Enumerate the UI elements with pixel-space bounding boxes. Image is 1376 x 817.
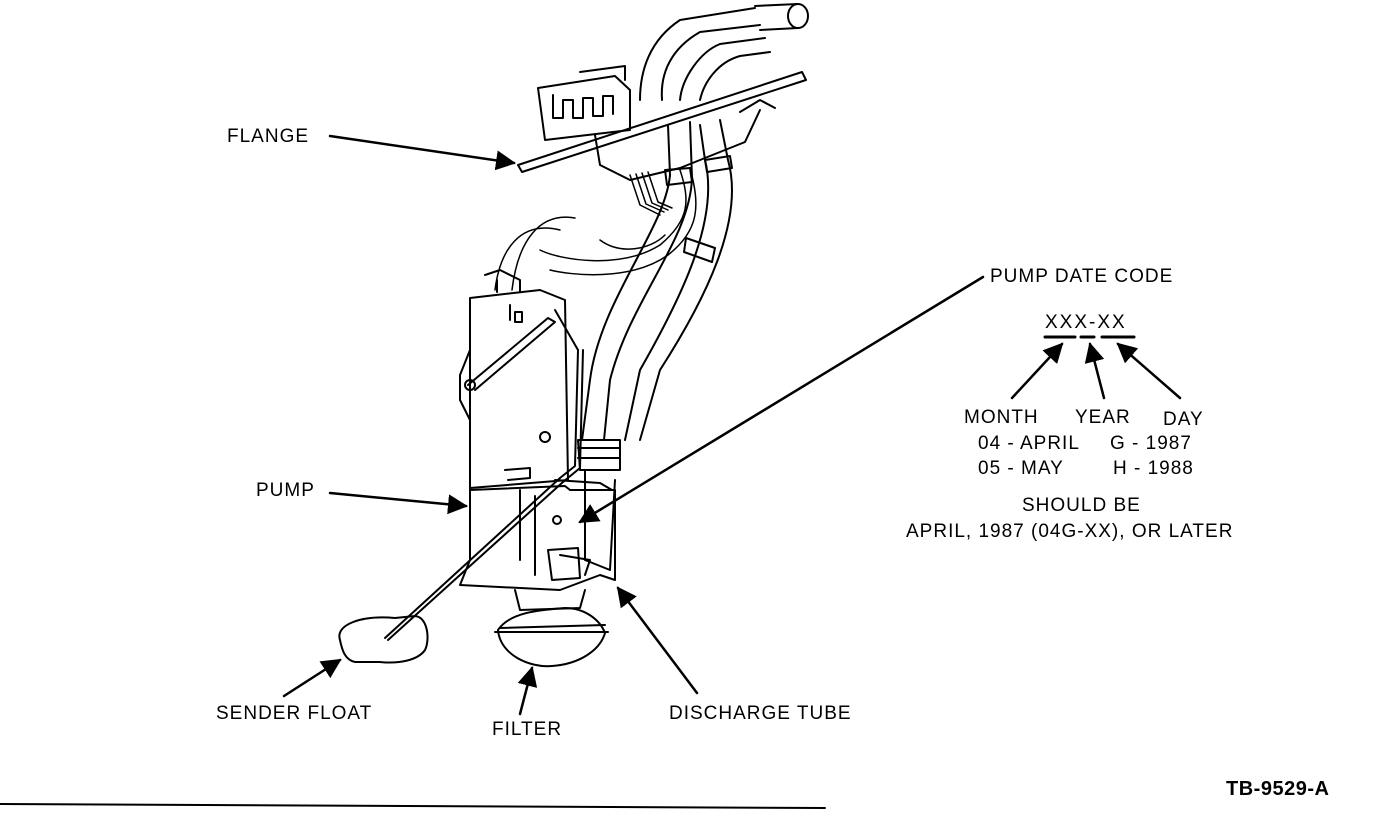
row2-year: H - 1988: [1113, 458, 1194, 479]
callout-arrows: [282, 134, 1182, 716]
supply-tube: [581, 119, 733, 441]
note-line1: SHOULD BE: [1022, 495, 1141, 516]
sender-float-arrow: [282, 658, 342, 698]
pump-arrow: [328, 491, 468, 515]
row1-month: 04 - APRIL: [978, 433, 1080, 454]
discharge-tube-arrow: [616, 586, 699, 695]
bottom-rule: [0, 803, 826, 809]
top-tubes: [639, 3, 809, 101]
discharge-tube-label: DISCHARGE TUBE: [669, 703, 852, 724]
float-arm: [384, 309, 584, 641]
filter-sock: [494, 589, 609, 668]
date-code-arrow: [578, 275, 985, 524]
month-header: MONTH: [964, 407, 1039, 428]
sender-float: [338, 615, 429, 664]
note-line2: APRIL, 1987 (04G-XX), OR LATER: [906, 521, 1234, 542]
figure-id: TB-9529-A: [1226, 778, 1330, 800]
month-arrow: [1010, 342, 1064, 400]
row1-year: G - 1987: [1110, 433, 1192, 454]
sender-float-label: SENDER FLOAT: [216, 703, 373, 724]
pump-date-code-label: PUMP DATE CODE: [990, 266, 1174, 287]
day-header: DAY: [1163, 409, 1204, 430]
pump-body: [459, 269, 616, 591]
discharge-coupling: [577, 439, 621, 571]
pump-label: PUMP: [256, 480, 315, 501]
year-header: YEAR: [1075, 407, 1131, 428]
year-arrow: [1084, 342, 1106, 400]
electrical-connector: [537, 65, 631, 141]
day-arrow: [1116, 342, 1182, 400]
filter-arrow: [517, 666, 538, 716]
filter-label: FILTER: [492, 719, 563, 740]
date-code-pattern: XXX-XX: [1045, 312, 1127, 333]
flange-plate: [517, 71, 807, 181]
wire-harness: [494, 167, 697, 291]
flange-label: FLANGE: [227, 126, 310, 147]
flange-arrow: [328, 134, 516, 171]
row2-month: 05 - MAY: [978, 458, 1064, 479]
